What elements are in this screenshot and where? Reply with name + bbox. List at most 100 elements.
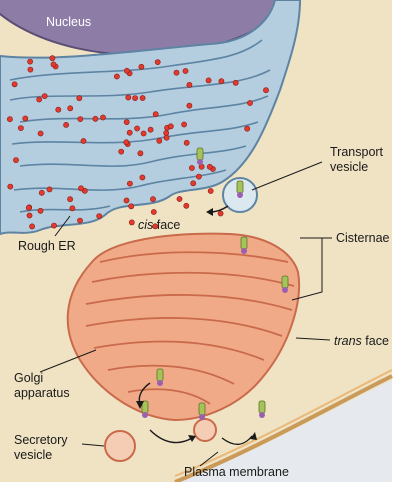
golgi-cisterna (85, 294, 293, 311)
protein-cargo (258, 400, 266, 414)
ribosome (188, 165, 195, 171)
golgi-cisterna (107, 364, 235, 385)
ribosome (67, 105, 74, 112)
ribosome (67, 196, 73, 203)
label-cis-rest: face (153, 218, 180, 232)
arrow-to-membrane (221, 435, 253, 445)
ribosome (7, 183, 14, 190)
ribosome (183, 202, 190, 209)
ribosome (96, 213, 103, 219)
golgi-body (66, 232, 300, 422)
ribosome (123, 119, 130, 125)
label-plasma-membrane: Plasma membrane (184, 465, 289, 479)
ribosome (69, 205, 76, 212)
ribosome (36, 96, 43, 103)
ribosome (207, 188, 214, 194)
leader-golgi (39, 349, 97, 373)
label-transport-1: Transport (330, 145, 384, 159)
ribosome (247, 100, 253, 106)
protein-tag (142, 412, 148, 418)
protein-cargo (240, 236, 248, 250)
budding-vesicle (193, 418, 217, 442)
ribosome (138, 63, 145, 70)
ribosome (206, 163, 213, 170)
golgi-cisterna (99, 251, 289, 263)
leader-lines (39, 161, 332, 467)
protein-cargo (198, 402, 206, 416)
ribosome (49, 55, 56, 62)
ribosome (167, 123, 174, 130)
protein-tag (241, 248, 247, 254)
ribosome (128, 203, 135, 210)
golgi-cisterna (91, 271, 295, 287)
plasma-membrane-inner (174, 369, 393, 477)
arrowhead-1 (206, 208, 213, 216)
ribosome (190, 180, 197, 187)
ribosome (263, 87, 269, 94)
ribosome (156, 137, 163, 144)
ribosome (182, 68, 189, 74)
arrow-vesicle-down (149, 429, 193, 444)
ribosome (38, 189, 45, 196)
label-cis-italic: cis (138, 218, 153, 232)
leader-trans (295, 337, 331, 341)
ribosome (80, 138, 87, 144)
golgi-apparatus (66, 232, 300, 422)
protein-cargo (156, 368, 164, 382)
ribosome (100, 114, 106, 121)
ribosome (50, 61, 57, 68)
arrowhead-4 (250, 432, 257, 440)
er-fold (9, 39, 263, 81)
ribosome (11, 81, 18, 88)
ribosome (26, 212, 33, 219)
label-secretory-2: vesicle (14, 448, 52, 462)
ribosome (150, 196, 156, 203)
ribosome (152, 111, 159, 118)
ribosome (126, 129, 133, 136)
label-trans-rest: face (362, 334, 389, 348)
golgi-cisterna (127, 388, 211, 405)
er-fold (19, 95, 269, 123)
protein-tag (199, 414, 205, 420)
protein-tag (259, 412, 265, 418)
er-fold (19, 145, 247, 167)
ribosome (76, 95, 83, 102)
arrow-heads (136, 208, 257, 442)
ribosome (6, 116, 13, 123)
arrowhead-3 (188, 435, 196, 442)
label-golgi-1: Golgi (14, 371, 43, 385)
protein-cargo (281, 275, 289, 289)
ribosome (27, 66, 34, 73)
ribosome (181, 121, 187, 128)
ribosome (124, 67, 130, 74)
golgi-cisterna (93, 340, 265, 361)
ribosome (78, 185, 84, 192)
ribosome (134, 125, 140, 132)
ribosome (17, 125, 24, 132)
ribosome (186, 82, 193, 88)
ribosome (183, 139, 190, 146)
ribosome (128, 219, 135, 226)
label-secretory-1: Secretory (14, 433, 68, 447)
ribosome (55, 106, 62, 113)
ribosome (186, 102, 193, 109)
ribosome (123, 197, 130, 204)
ribosome (173, 69, 180, 76)
plasma-membrane (174, 374, 393, 482)
arrowhead-2 (136, 401, 144, 409)
label-trans-italic: trans (334, 334, 362, 348)
label-trans-face: trans face (334, 334, 389, 348)
ribosome (22, 115, 29, 122)
leader-plasma (199, 451, 219, 467)
ribosome (27, 58, 33, 65)
label-cisternae: Cisternae (336, 231, 390, 245)
ribosome (163, 134, 170, 141)
ribosome (46, 186, 53, 193)
ribosome (132, 95, 138, 101)
ribosome (126, 180, 133, 187)
ribosome (118, 148, 125, 155)
ribosome (77, 217, 83, 224)
label-golgi-2: apparatus (14, 386, 70, 400)
ribosomes (6, 55, 269, 230)
